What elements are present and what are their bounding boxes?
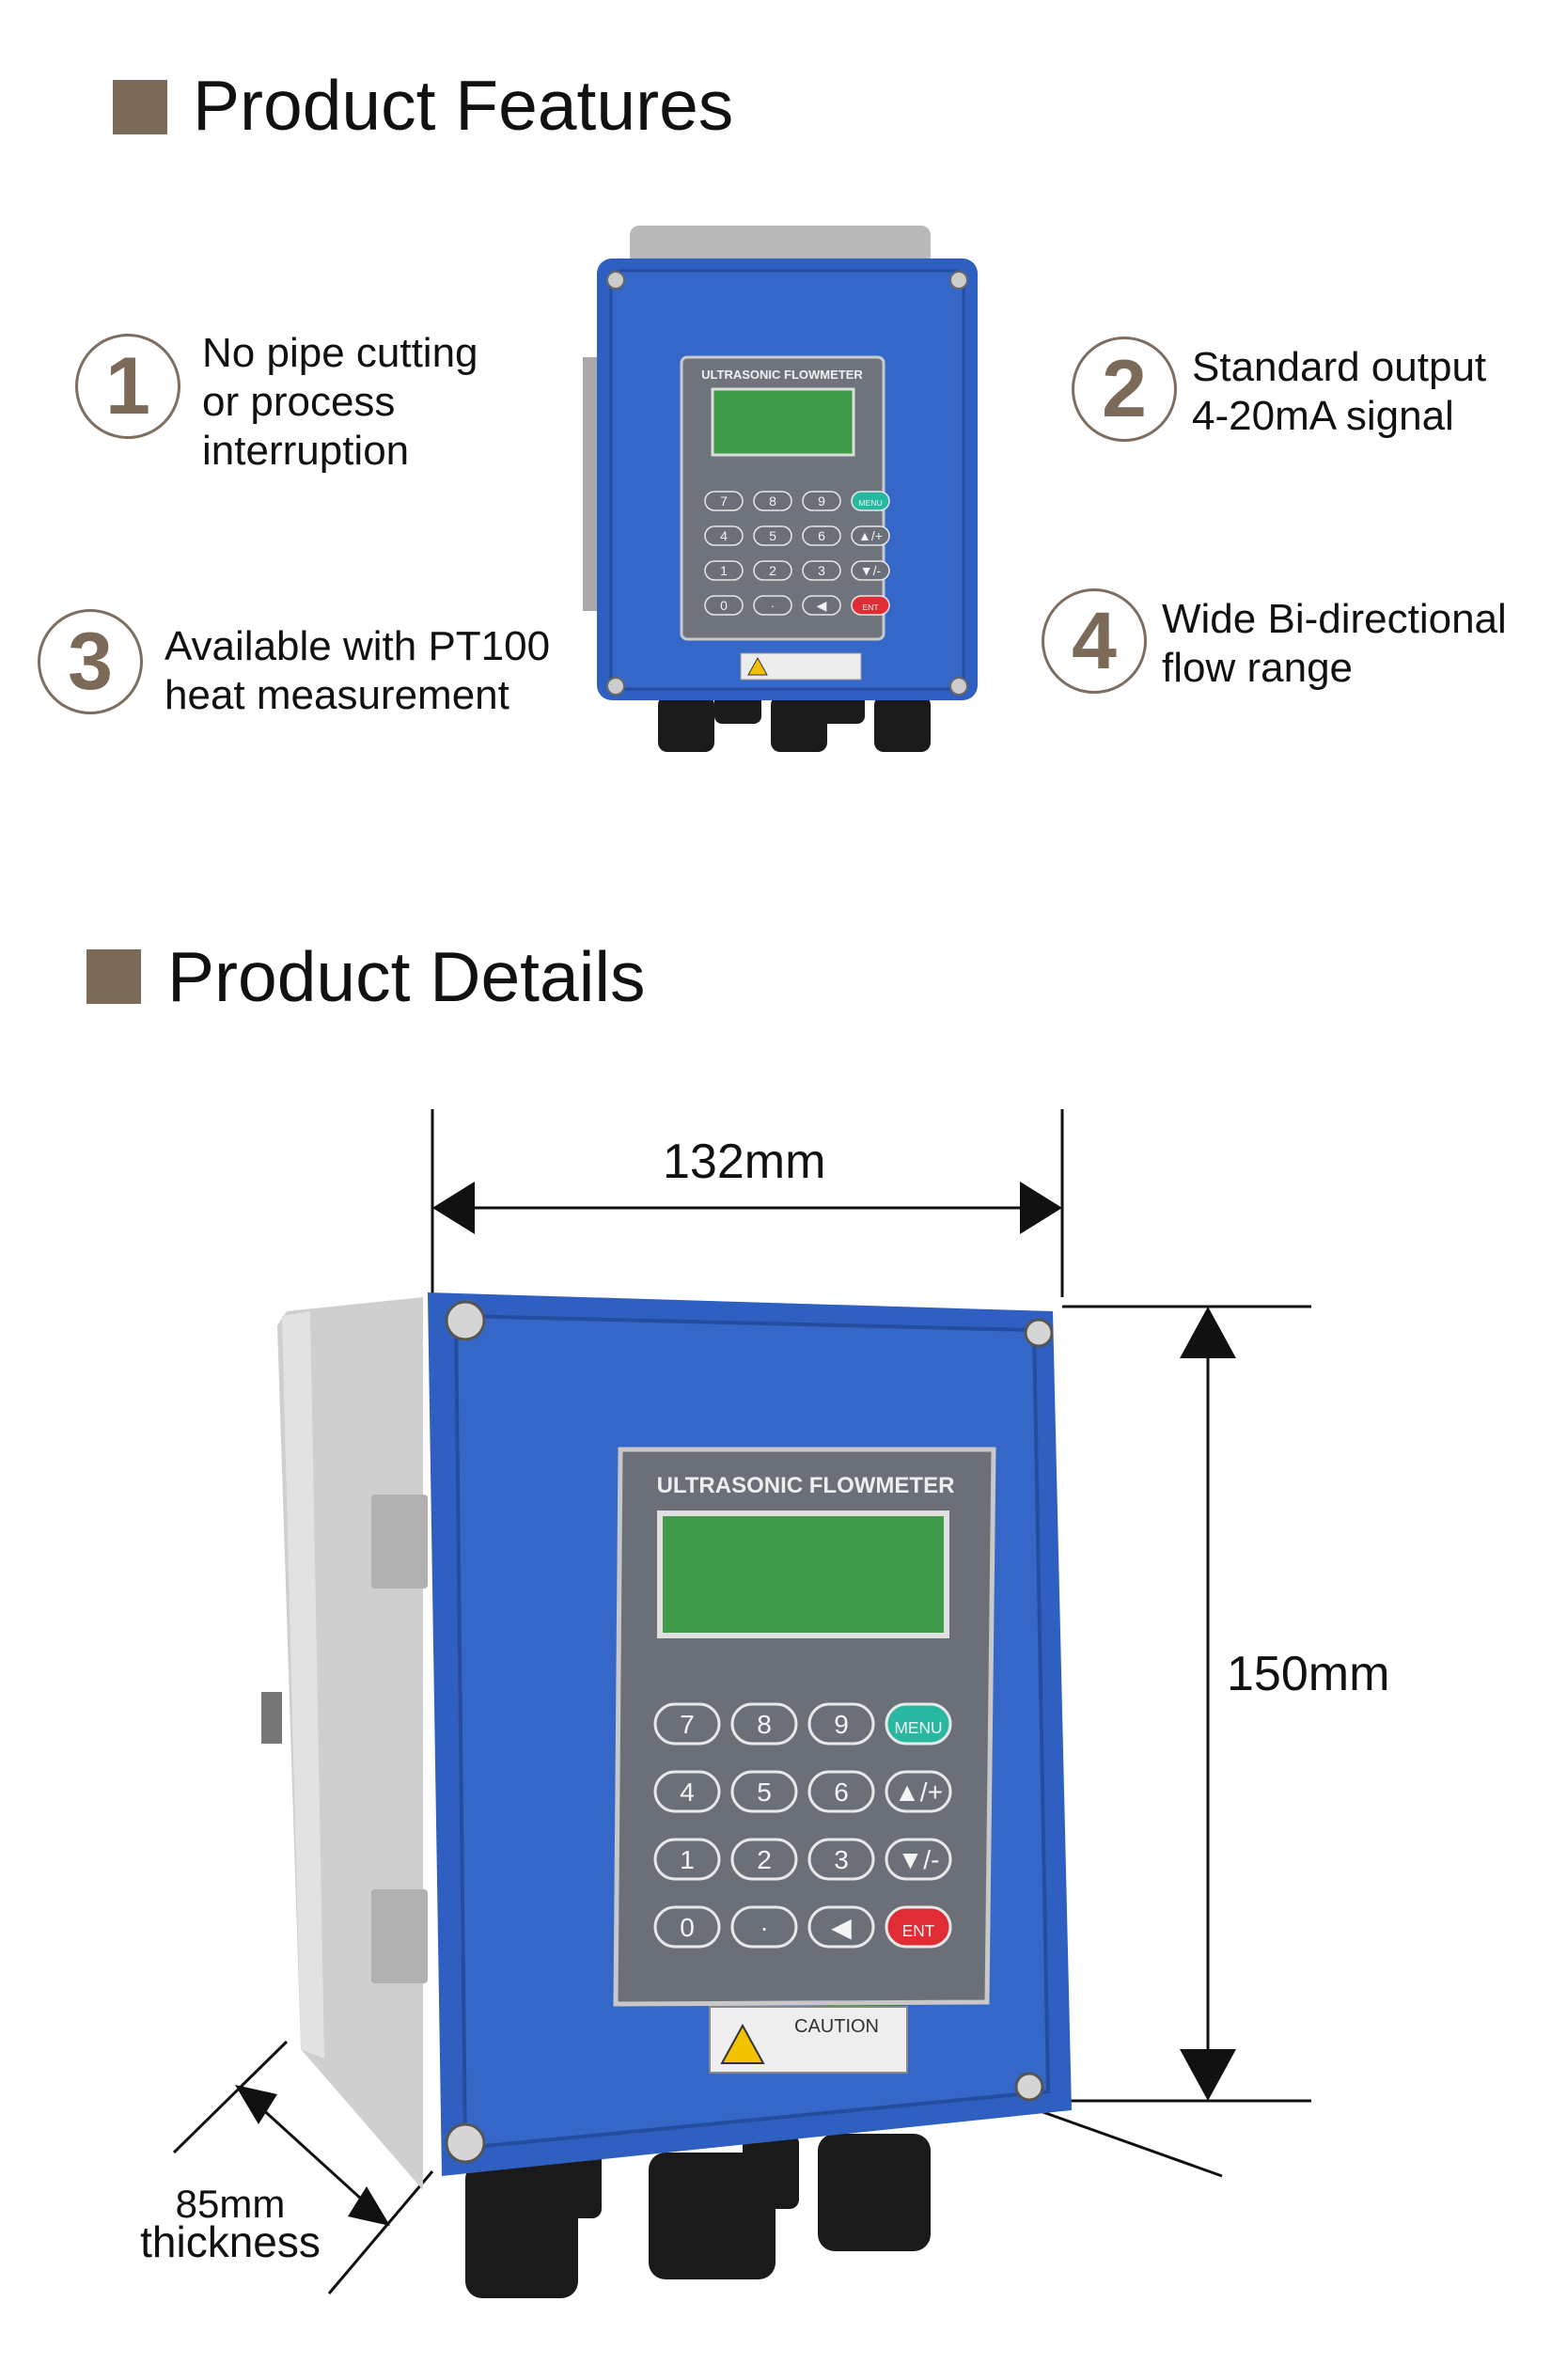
keypad-key-label: 6 bbox=[834, 1777, 849, 1807]
keypad-key-label: MENU bbox=[858, 498, 883, 508]
thickness-value: 85mm bbox=[175, 2182, 286, 2226]
keypad-key bbox=[753, 525, 792, 546]
flowmeter-dimension-drawing: ULTRASONIC FLOWMETER 7 8 9 MENU 4 5 6 ▲/+ 1 2 3 ▼/-… bbox=[172, 1109, 1311, 2298]
keypad-key bbox=[653, 1905, 721, 1949]
keypad-key bbox=[802, 560, 841, 581]
keypad-key bbox=[653, 1702, 721, 1746]
feature-text-3: Available with PT100 heat measurement bbox=[165, 623, 551, 718]
keypad-key-label: ◀ bbox=[831, 1913, 852, 1942]
feature-text-4: Wide Bi-directional flow range bbox=[1162, 596, 1507, 691]
keypad-key bbox=[802, 525, 841, 546]
keypad-key-label: 3 bbox=[818, 563, 825, 578]
keypad-key-label: ▲/+ bbox=[858, 528, 883, 543]
keypad-key bbox=[653, 1838, 721, 1881]
flowmeter-image-small: ULTRASONIC FLOWMETER 7 8 9 MENU 4 5 6 ▲/+ 1 2 3 ▼/-… bbox=[583, 226, 978, 752]
keypad-key bbox=[807, 1770, 875, 1813]
keypad-key-label: ENT bbox=[902, 1921, 935, 1940]
keypad-key bbox=[753, 491, 792, 511]
keypad-key-label: · bbox=[771, 598, 776, 613]
keypad-key bbox=[885, 1905, 952, 1949]
keypad-key bbox=[851, 491, 890, 511]
keypad-key-label: 0 bbox=[720, 598, 728, 613]
keypad-key bbox=[851, 560, 890, 581]
feature-text-2: Standard output 4-20mA signal bbox=[1192, 344, 1487, 439]
keypad-key-label: 2 bbox=[769, 563, 776, 578]
keypad-key-label: ENT bbox=[862, 603, 879, 612]
thickness-dimension-label: 85mm thickness bbox=[132, 2182, 329, 2266]
keypad-key bbox=[653, 1770, 721, 1813]
caution-title: CAUTION bbox=[794, 2016, 879, 2037]
section-marker bbox=[113, 80, 167, 134]
keypad-key-label: 7 bbox=[720, 493, 728, 509]
keypad-key bbox=[704, 595, 744, 616]
keypad-key-label: 0 bbox=[680, 1913, 695, 1942]
keypad-key bbox=[802, 595, 841, 616]
keypad-key bbox=[851, 525, 890, 546]
keypad-key-label: 5 bbox=[769, 528, 776, 543]
keypad-key-label: 2 bbox=[757, 1845, 772, 1874]
feature-badge-1: 1 bbox=[75, 334, 180, 439]
keypad-key bbox=[730, 1770, 798, 1813]
keypad-key bbox=[885, 1770, 952, 1813]
keypad-key-label: 4 bbox=[680, 1777, 695, 1807]
keypad-key-label: 1 bbox=[680, 1845, 695, 1874]
keypad-key bbox=[807, 1838, 875, 1881]
keypad-key-label: · bbox=[760, 1913, 768, 1942]
keypad-key bbox=[807, 1905, 875, 1949]
keypad-key bbox=[730, 1905, 798, 1949]
keypad-key-label: 3 bbox=[834, 1845, 849, 1874]
features-title: Product Features bbox=[193, 66, 734, 145]
keypad-key-label: 5 bbox=[757, 1777, 772, 1807]
width-dimension-label: 132mm bbox=[663, 1135, 826, 1189]
keypad-key bbox=[704, 525, 744, 546]
keypad-key-label: 6 bbox=[818, 528, 825, 543]
keypad-key bbox=[885, 1838, 952, 1881]
thickness-label: thickness bbox=[140, 2217, 321, 2266]
keypad-key-label: 7 bbox=[680, 1710, 695, 1739]
keypad-key bbox=[851, 595, 890, 616]
keypad-key bbox=[802, 491, 841, 511]
keypad-key bbox=[753, 595, 792, 616]
keypad-key-label: ▼/- bbox=[860, 563, 882, 578]
feature-text-1: No pipe cutting or process interruption bbox=[202, 330, 478, 474]
keypad-key-label: ▼/- bbox=[898, 1845, 940, 1874]
keypad-key bbox=[704, 560, 744, 581]
keypad-key bbox=[704, 491, 744, 511]
feature-badge-4: 4 bbox=[1042, 588, 1147, 694]
panel-title-large: ULTRASONIC FLOWMETER bbox=[657, 1473, 955, 1498]
feature-badge-2: 2 bbox=[1072, 337, 1177, 442]
keypad-key-label: 9 bbox=[818, 493, 825, 509]
keypad-key-label: 8 bbox=[757, 1710, 772, 1739]
details-title: Product Details bbox=[167, 937, 646, 1016]
keypad-key-label: 1 bbox=[720, 563, 728, 578]
height-dimension-label: 150mm bbox=[1227, 1647, 1390, 1701]
keypad-key bbox=[885, 1702, 952, 1746]
panel-title-small: ULTRASONIC FLOWMETER bbox=[701, 368, 863, 382]
keypad-key bbox=[753, 560, 792, 581]
feature-badge-3: 3 bbox=[38, 609, 143, 714]
keypad-key-label: ▲/+ bbox=[894, 1777, 943, 1807]
keypad-key-label: 8 bbox=[769, 493, 776, 509]
keypad-key-label: ◀ bbox=[817, 598, 827, 613]
keypad-key bbox=[730, 1702, 798, 1746]
keypad-key-label: MENU bbox=[894, 1718, 942, 1737]
keypad-key bbox=[730, 1838, 798, 1881]
keypad-key-label: 4 bbox=[720, 528, 728, 543]
keypad-key-label: 9 bbox=[834, 1710, 849, 1739]
keypad-key bbox=[807, 1702, 875, 1746]
section-marker bbox=[86, 949, 141, 1004]
